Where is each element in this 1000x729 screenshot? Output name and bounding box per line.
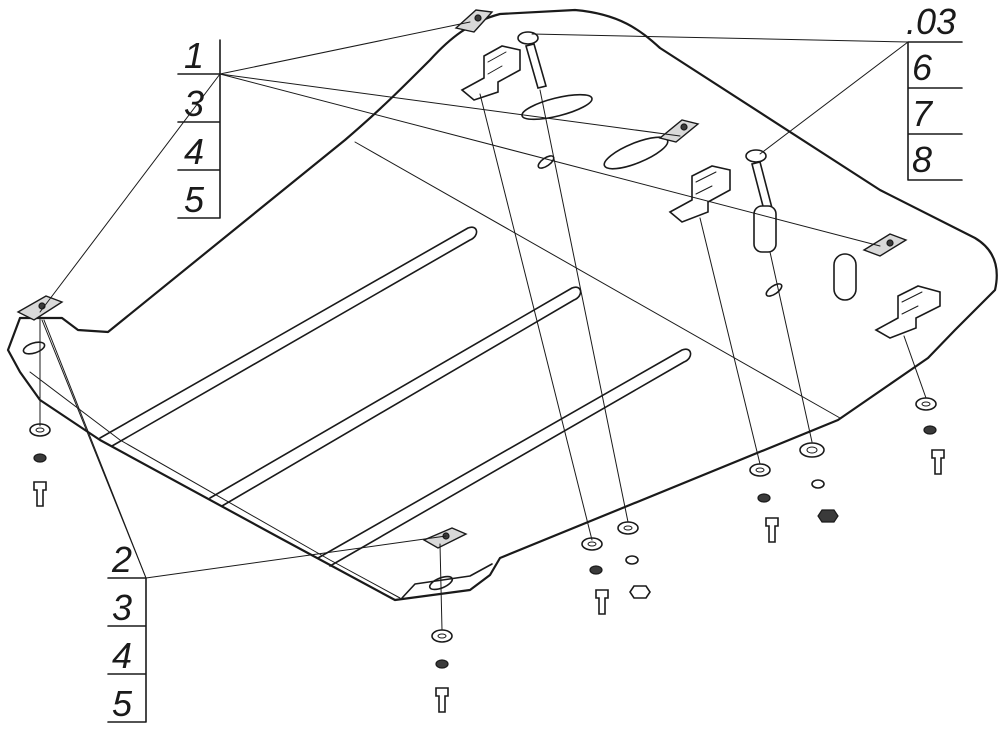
fastener-stack-center-1 xyxy=(581,537,609,615)
nut-plate-mid-hole xyxy=(680,123,688,131)
plate-slot-left xyxy=(22,341,46,355)
callout-label: 7 xyxy=(912,93,934,134)
leader-lines xyxy=(39,21,909,579)
fastener-stack-far-right xyxy=(915,397,945,475)
plate-slot-top xyxy=(521,93,593,121)
nut-plate-top xyxy=(454,9,494,33)
nut-plate-top-hole xyxy=(474,14,482,22)
washer-hole xyxy=(35,427,45,433)
callout-label: 5 xyxy=(184,179,205,220)
nut-plate-right-hole xyxy=(886,239,894,247)
lock-washer xyxy=(33,453,47,463)
stud-top xyxy=(525,43,547,89)
plate-front-lip xyxy=(401,563,493,599)
callout-label: 3 xyxy=(184,83,204,124)
stiffening-rib-1 xyxy=(99,226,478,447)
bracket-top xyxy=(460,45,521,101)
fastener-stack-center-2 xyxy=(617,521,651,599)
nut-plate-right xyxy=(862,233,908,257)
stud-sleeve xyxy=(753,205,777,253)
fastener-stack-front xyxy=(431,629,453,713)
fastener-stack-left xyxy=(29,423,51,507)
brackets xyxy=(460,45,941,339)
stud-right xyxy=(751,161,773,211)
callout-label: 5 xyxy=(112,683,133,724)
callout-group-top-left: 1 3 4 5 xyxy=(177,35,221,220)
plate-fold-line xyxy=(354,141,841,419)
fastener-stack-right-2 xyxy=(799,442,839,523)
plate-hole-small-2 xyxy=(765,283,783,297)
plate-slot-front xyxy=(428,575,454,591)
assembly-lines xyxy=(39,89,927,631)
callout-group-bottom-left: 2 3 4 5 xyxy=(107,539,147,724)
plate-edge-line xyxy=(29,371,401,599)
bolt xyxy=(33,481,47,507)
callout-label: 8 xyxy=(912,139,932,180)
nut-plates xyxy=(16,9,908,549)
callout-label: 4 xyxy=(184,131,204,172)
callout-group-top-right: .03 6 7 8 xyxy=(906,1,963,181)
plate-slot-vertical xyxy=(833,253,857,301)
fasteners xyxy=(29,397,945,713)
long-studs xyxy=(517,31,777,253)
fastener-stack-right-1 xyxy=(749,463,779,543)
bracket-middle xyxy=(668,165,731,223)
stiffening-rib-3 xyxy=(317,348,692,567)
callout-label: 2 xyxy=(111,539,132,580)
skid-plate xyxy=(6,8,998,602)
callout-label: 1 xyxy=(184,35,204,76)
bracket-right xyxy=(874,285,941,339)
callout-label: 4 xyxy=(112,635,132,676)
stiffening-rib-2 xyxy=(209,286,582,507)
callout-label: 6 xyxy=(912,47,933,88)
plate-outline xyxy=(6,8,998,602)
callout-label: .03 xyxy=(906,1,956,42)
nut-plate-mid xyxy=(658,119,700,143)
callout-label: 3 xyxy=(112,587,132,628)
plate-hole-small-1 xyxy=(537,155,555,169)
